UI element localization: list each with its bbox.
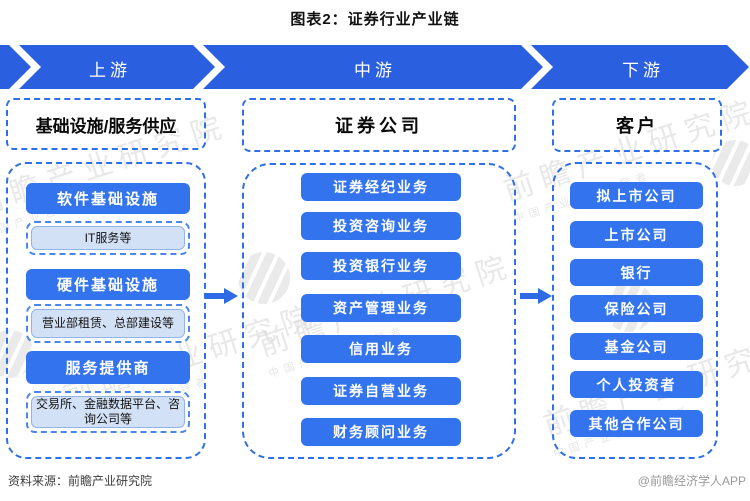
upstream-group-box: 软件基础设施 IT服务等 硬件基础设施 营业部租赁、总部建设等 服务提供商 交易…: [6, 162, 206, 459]
downstream-item: 保险公司: [570, 295, 703, 322]
flow-arrow-icon: [206, 288, 238, 304]
downstream-item: 其他合作公司: [570, 410, 703, 437]
midstream-item: 财务顾问业务: [301, 418, 461, 446]
upstream-subitem-label: 交易所、金融数据平台、咨询公司等: [31, 396, 185, 428]
midstream-item: 信用业务: [301, 335, 461, 363]
upstream-subitem-label: 营业部租赁、总部建设等: [31, 309, 185, 338]
upstream-item: 服务提供商: [26, 351, 190, 384]
midstream-group-box: 证券经纪业务 投资咨询业务 投资银行业务 资产管理业务 信用业务 证券自营业务 …: [242, 163, 516, 459]
banner-label-downstream: 下游: [622, 61, 664, 80]
banner-label-upstream: 上游: [89, 61, 131, 80]
upstream-subitem: 营业部租赁、总部建设等: [26, 304, 190, 343]
flow-arrow-icon: [520, 288, 552, 304]
downstream-item: 上市公司: [570, 221, 703, 248]
banner-label-midstream: 中游: [354, 61, 396, 80]
column-header-infrastructure: 基础设施/服务供应: [6, 98, 206, 150]
chain-stage-banner: 上游 中游 下游: [0, 45, 750, 89]
downstream-item: 银行: [570, 259, 703, 286]
page-title: 图表2：证券行业产业链: [290, 11, 460, 28]
column-header-customers: 客户: [552, 98, 722, 152]
source-note: 资料来源：前瞻产业研究院: [8, 474, 153, 488]
midstream-item: 证券自营业务: [301, 377, 461, 405]
credit-note: @前瞻经济学人APP: [637, 474, 746, 488]
downstream-item: 拟上市公司: [570, 182, 703, 209]
upstream-item: 硬件基础设施: [26, 269, 190, 300]
midstream-item: 投资咨询业务: [301, 212, 461, 240]
midstream-item: 投资银行业务: [301, 252, 461, 280]
banner-arrow-shapes: [0, 45, 749, 89]
column-header-securities-firms: 证券公司: [242, 98, 516, 152]
midstream-item: 证券经纪业务: [301, 173, 461, 201]
downstream-item: 个人投资者: [570, 371, 703, 398]
upstream-subitem: IT服务等: [26, 221, 190, 255]
downstream-group-box: 拟上市公司 上市公司 银行 保险公司 基金公司 个人投资者 其他合作公司: [552, 162, 718, 459]
downstream-item: 基金公司: [570, 333, 703, 360]
upstream-item: 软件基础设施: [26, 183, 190, 214]
midstream-item: 资产管理业务: [301, 294, 461, 322]
upstream-subitem: 交易所、金融数据平台、咨询公司等: [26, 391, 190, 433]
upstream-subitem-label: IT服务等: [31, 226, 185, 250]
